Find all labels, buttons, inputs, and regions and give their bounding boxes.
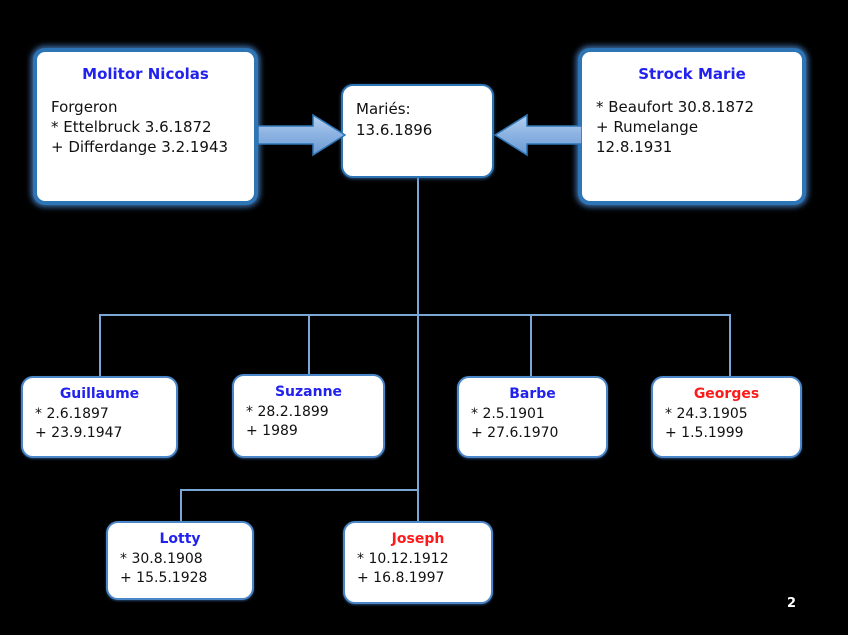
connector-drop-lotty: [180, 489, 182, 523]
marriage-card[interactable]: Mariés: 13.6.1896: [341, 84, 494, 178]
person-card-guillaume[interactable]: Guillaume * 2.6.1897 + 23.9.1947: [21, 376, 178, 458]
person-card-father[interactable]: Molitor Nicolas Forgeron * Ettelbruck 3.…: [33, 48, 258, 205]
person-card-lotty[interactable]: Lotty * 30.8.1908 + 15.5.1928: [106, 521, 254, 600]
person-details-barbe: * 2.5.1901 + 27.6.1970: [471, 406, 559, 441]
person-card-georges[interactable]: Georges * 24.3.1905 + 1.5.1999: [651, 376, 802, 458]
person-details-georges: * 24.3.1905 + 1.5.1999: [665, 406, 748, 441]
connector-drop-suzanne: [308, 314, 310, 376]
person-card-joseph[interactable]: Joseph * 10.12.1912 + 16.8.1997: [343, 521, 493, 604]
person-name-joseph: Joseph: [391, 531, 445, 547]
person-card-suzanne[interactable]: Suzanne * 28.2.1899 + 1989: [232, 374, 385, 458]
person-details-mother: * Beaufort 30.8.1872 + Rumelange 12.8.19…: [596, 98, 755, 156]
connector-lower-bus: [180, 489, 418, 491]
person-details-lotty: * 30.8.1908 + 15.5.1928: [120, 551, 208, 586]
arrow-mother-to-union: [494, 113, 582, 157]
connector-union-spine: [417, 178, 419, 523]
person-name-georges: Georges: [693, 386, 760, 402]
person-card-barbe[interactable]: Barbe * 2.5.1901 + 27.6.1970: [457, 376, 608, 458]
connector-drop-barbe: [530, 314, 532, 376]
person-name-mother: Strock Marie: [638, 65, 746, 83]
connector-sibling-bus: [99, 314, 730, 316]
connector-drop-guillaume: [99, 314, 101, 376]
page-number: 2: [787, 596, 797, 611]
person-name-father: Molitor Nicolas: [82, 65, 209, 83]
person-name-guillaume: Guillaume: [59, 386, 140, 402]
person-details-suzanne: * 28.2.1899 + 1989: [246, 404, 329, 439]
person-card-mother[interactable]: Strock Marie * Beaufort 30.8.1872 + Rume…: [578, 48, 806, 205]
person-name-suzanne: Suzanne: [274, 384, 343, 400]
person-name-barbe: Barbe: [509, 386, 556, 402]
person-details-father: Forgeron * Ettelbruck 3.6.1872 + Differd…: [51, 98, 229, 156]
connector-drop-georges: [729, 314, 731, 376]
marriage-details: Mariés: 13.6.1896: [356, 100, 433, 139]
person-details-joseph: * 10.12.1912 + 16.8.1997: [357, 551, 449, 586]
person-details-guillaume: * 2.6.1897 + 23.9.1947: [35, 406, 123, 441]
person-name-lotty: Lotty: [159, 531, 201, 547]
arrow-father-to-union: [258, 113, 346, 157]
